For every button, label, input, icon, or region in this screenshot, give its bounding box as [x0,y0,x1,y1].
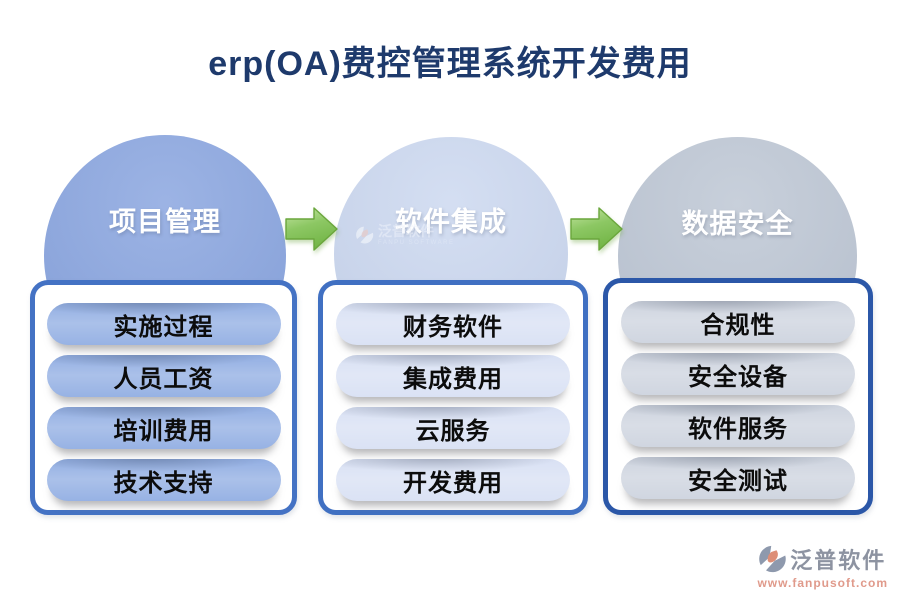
footer-url-text: www.fanpusoft.com [757,576,888,590]
list-item: 安全设备 [621,353,855,395]
circle-label-software-integration: 软件集成 [395,207,507,238]
page-title: erp(OA)费控管理系统开发费用 [208,45,692,83]
list-item: 开发费用 [336,459,570,501]
list-item: 合规性 [621,301,855,343]
list-item: 技术支持 [46,459,281,501]
list-item: 培训费用 [46,407,281,449]
list-item: 软件服务 [621,405,855,447]
circle-label-data-security: 数据安全 [681,208,794,239]
list-item: 集成费用 [336,355,570,397]
footer-brand-text: 泛普软件 [790,548,887,573]
arrow-right-icon [285,207,338,251]
center-brand-watermark: 泛普软件 FANPU SOFTWARE [356,224,454,246]
arrow-right-icon [570,207,623,251]
list-item: 人员工资 [46,355,281,397]
list-item: 云服务 [336,407,570,449]
box-data-security: 合规性 安全设备 软件服务 安全测试 [603,278,873,515]
watermark-brand-text: 泛普软件 [378,223,434,239]
box-software-integration: 财务软件 集成费用 云服务 开发费用 [318,280,588,515]
fanpu-logo-icon [356,226,374,244]
list-item: 安全测试 [621,457,855,499]
box-project-management: 实施过程 人员工资 培训费用 技术支持 [30,280,297,515]
fanpu-logo-icon [759,545,786,573]
list-item: 财务软件 [336,303,570,345]
list-item: 实施过程 [46,303,281,345]
footer-brand-watermark: 泛普软件 www.fanpusoft.com [757,543,888,590]
watermark-subtitle-text: FANPU SOFTWARE [378,240,455,246]
circle-label-project-management: 项目管理 [109,207,221,238]
